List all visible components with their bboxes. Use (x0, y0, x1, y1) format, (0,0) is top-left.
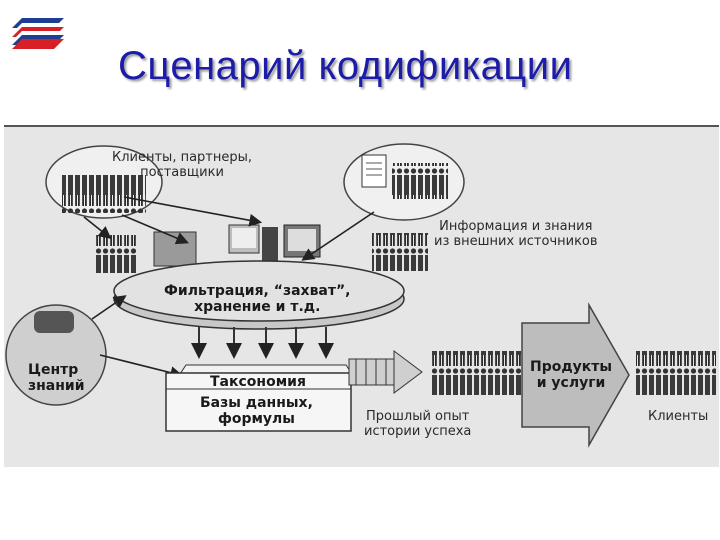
databases-box (165, 372, 352, 432)
databases-label: Базы данных,формулы (200, 395, 313, 427)
diagram-graphics (5, 143, 716, 448)
past-experience-crowd-icon (432, 351, 522, 395)
knowledge-center-bubble (5, 304, 107, 406)
filtration-label: Фильтрация, “захват”,хранение и т.д. (164, 283, 351, 315)
knowledge-center-figure-icon (34, 311, 74, 333)
people-group-icon (372, 233, 428, 271)
products-arrow (521, 302, 630, 448)
filtration-disc (113, 260, 405, 322)
company-logo-icon (8, 16, 68, 50)
people-group-icon (96, 235, 138, 273)
taxonomy-label: Таксономия (210, 374, 306, 390)
clients-partners-label: Клиенты, партнеры,поставщики (112, 150, 253, 180)
person-icon (262, 227, 278, 267)
document-icon (361, 154, 387, 188)
flow-arrow (393, 350, 423, 394)
clients-crowd-icon (636, 351, 716, 395)
external-crowd-icon (392, 163, 448, 199)
page-title: Сценарий кодификации (118, 44, 573, 88)
partners-crowd-icon (62, 175, 146, 213)
clients-label: Клиенты (648, 409, 709, 424)
codification-diagram: Клиенты, партнеры,поставщики Информация … (4, 125, 719, 467)
